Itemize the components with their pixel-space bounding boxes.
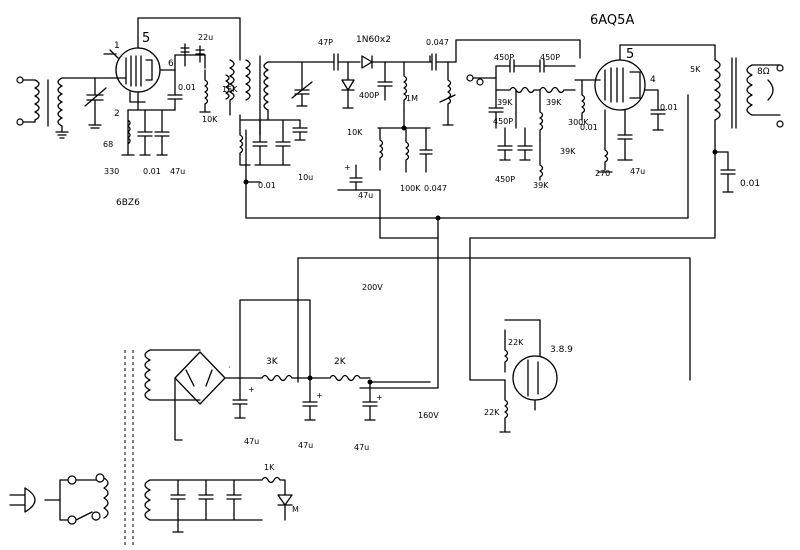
ht-bus: 200V <box>245 94 691 389</box>
c0047b-label: 0.047 <box>424 184 447 193</box>
tube-6bz6: 5 1 6 2 6BZ6 <box>103 17 241 208</box>
r1k-label: 1K <box>264 463 275 472</box>
v160-label: 160V <box>418 411 439 420</box>
spk-label: 8Ω <box>757 67 770 77</box>
c47ud-label: 47u <box>358 191 373 200</box>
c0047a-label: 0.047 <box>426 38 449 47</box>
power-supply: · 3K 2K + + + 47u 47u 47u 160V <box>124 299 439 545</box>
tube2-label: 6AQ5A <box>590 13 634 28</box>
r330-label: 330 <box>104 167 119 176</box>
if-decoupling: 0.01 10u <box>239 119 313 190</box>
diode-label: 1N60x2 <box>356 35 391 45</box>
c47p-label: 47P <box>318 38 333 47</box>
r10kb-label: 10K <box>347 128 363 137</box>
c001e-label: 0.01 <box>660 103 678 112</box>
pin-4-label: 4 <box>650 75 656 85</box>
tube3-label: 3.8.9 <box>550 345 573 355</box>
r22kb-label: 22K <box>484 408 500 417</box>
r300k-label: 300K <box>568 118 589 127</box>
detector-stage: 47P 1N60x2 400P 1M 10K 100K 0.047 + 47u … <box>318 35 457 200</box>
c001b-label: 0.01 <box>143 167 161 176</box>
r39ka-label: 39K <box>497 98 513 107</box>
plus-d: + <box>376 393 383 402</box>
plus-c: + <box>316 391 323 400</box>
r10ka-label: 10K <box>202 115 218 124</box>
output-transformer: 5K 8Ω 0.01 <box>469 57 784 381</box>
r39kc-label: 39K <box>560 147 576 156</box>
r3k-label: 3K <box>266 357 279 367</box>
pin-5-label: 5 <box>142 31 150 46</box>
antenna-input <box>16 76 111 139</box>
c47ua-label: 47u <box>170 167 185 176</box>
r2k-label: 2K <box>334 357 347 367</box>
c001d-label: 0.01 <box>580 123 598 132</box>
c400p-label: 400P <box>359 91 379 100</box>
pin-2-label: 2 <box>114 109 120 119</box>
c47uc-label: 47u <box>244 437 259 446</box>
c001f-label: 0.01 <box>740 179 760 189</box>
r1m-label: 1M <box>406 94 418 103</box>
c22u-top-label: 22u <box>198 33 213 42</box>
c450pa-label: 450P <box>494 53 514 62</box>
tone-network: 450P 450P 39K 39K 450P 39K 450P 39K <box>455 39 581 190</box>
plus-a: + <box>344 163 351 172</box>
r22ka-label: 22K <box>508 338 524 347</box>
r39kb-label: 39K <box>546 98 562 107</box>
c47u-f-label: 47u <box>354 443 369 452</box>
c450pd-label: 450P <box>495 175 515 184</box>
tube1-cathode-network: 68 330 0.01 47u <box>103 109 185 176</box>
r100k-label: 100K <box>400 184 421 193</box>
v200-label: 200V <box>362 283 383 292</box>
r15k-label: 15K <box>222 85 238 94</box>
c10u-label: 10u <box>298 173 313 182</box>
r39kd-label: 39K <box>533 181 549 190</box>
c001a-label: 0.01 <box>178 83 196 92</box>
mains-input: 1K M <box>9 463 299 533</box>
tube1-screen-network: 22u 0.01 10K <box>167 33 218 124</box>
pin-1-label: 1 <box>114 41 120 51</box>
tube-389: 22K 22K 3.8.9 <box>484 319 573 433</box>
tube-6aq5a: 6AQ5A 5 4 0.01 300K 270 47u 0.01 <box>568 13 716 178</box>
r68-label: 68 <box>103 140 113 149</box>
pin-5b-label: 5 <box>626 47 634 62</box>
t5k-label: 5K <box>690 65 701 74</box>
pin-6-label: 6 <box>168 59 174 69</box>
led-label: M <box>292 505 299 514</box>
plus-b: + <box>248 385 255 394</box>
c450pb-label: 450P <box>540 53 560 62</box>
r270-label: 270 <box>595 169 610 178</box>
c450pc-label: 450P <box>493 117 513 126</box>
dot-rect: · <box>228 363 231 372</box>
if-transformer: 15K <box>222 55 321 166</box>
c47ub-label: 47u <box>630 167 645 176</box>
c47ue-label: 47u <box>298 441 313 450</box>
tube1-label: 6BZ6 <box>116 198 140 208</box>
c001c-label: 0.01 <box>258 181 276 190</box>
